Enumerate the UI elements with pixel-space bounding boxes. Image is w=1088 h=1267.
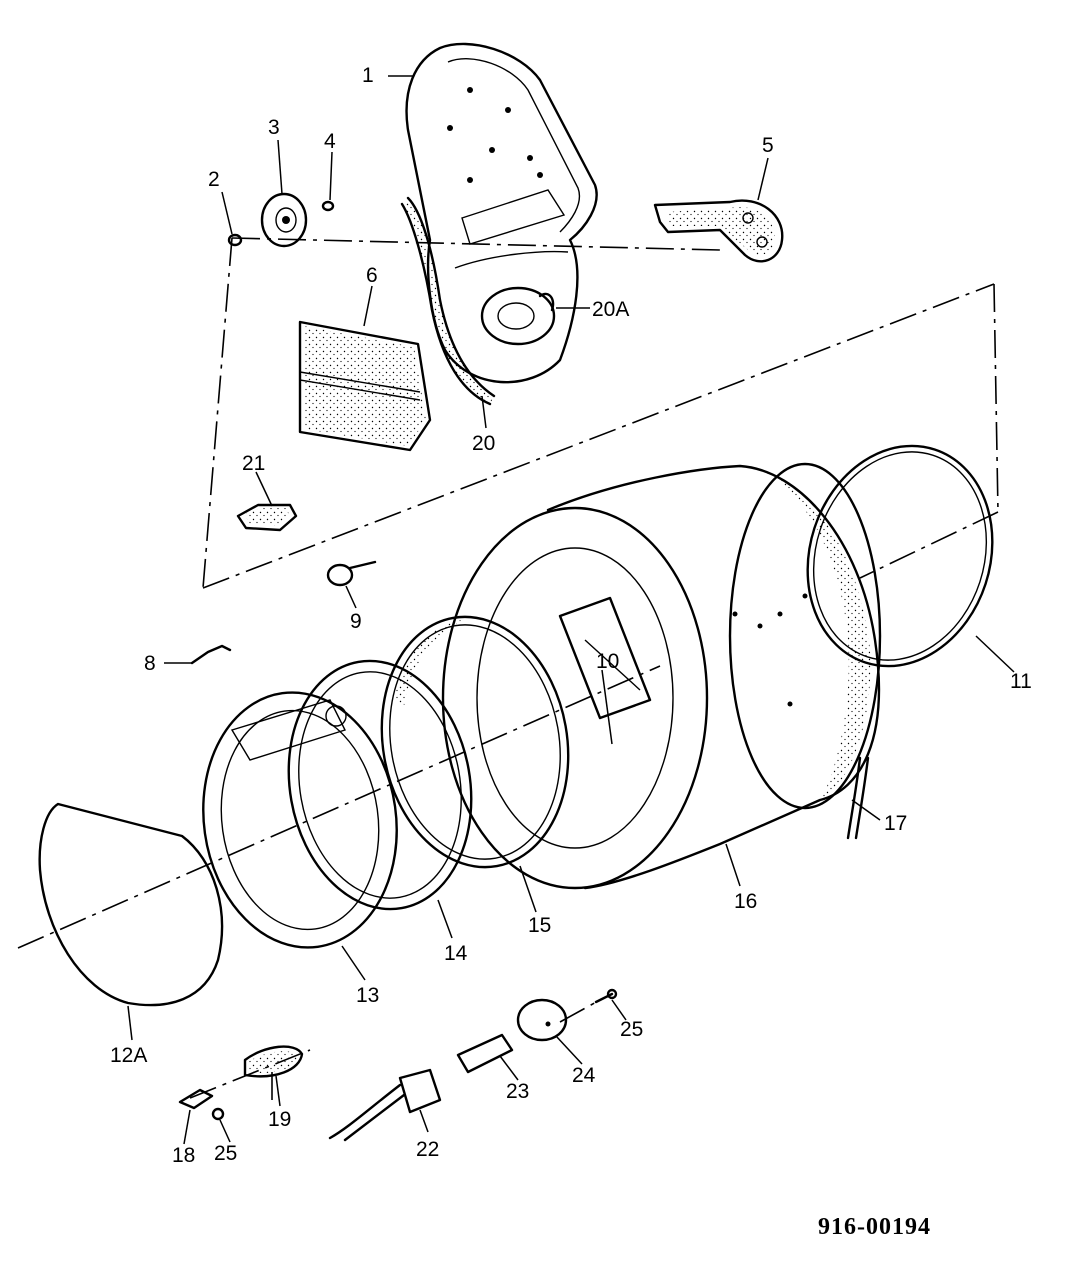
part-5-idler-bracket xyxy=(653,199,784,263)
callout-4: 4 xyxy=(324,130,336,153)
callout-13: 13 xyxy=(356,984,379,1007)
callout-17: 17 xyxy=(884,812,907,835)
drum-holes xyxy=(732,593,808,707)
callout-19: 19 xyxy=(268,1108,291,1131)
callout-22: 22 xyxy=(416,1138,439,1161)
callout-6: 6 xyxy=(366,264,378,287)
callout-24: 24 xyxy=(572,1064,596,1087)
callout-23: 23 xyxy=(506,1080,529,1103)
part-14-front-seal xyxy=(287,659,473,911)
part-23-bulb-socket xyxy=(456,1033,514,1074)
part-16-drum xyxy=(441,462,882,890)
callout-1: 1 xyxy=(362,64,374,87)
part-20a-clip xyxy=(538,292,555,312)
callout-2: 2 xyxy=(208,168,220,191)
callout-10: 10 xyxy=(596,650,619,673)
callout-8: 8 xyxy=(144,652,156,675)
part-4-nut xyxy=(321,200,335,212)
part-1-rear-bulkhead xyxy=(405,42,598,384)
part-3-bearing-housing xyxy=(260,192,308,248)
callout-20a: 20A xyxy=(592,298,629,321)
callout-11: 11 xyxy=(1010,670,1032,693)
callout-leader-lines xyxy=(127,75,1015,1145)
callout-18: 18 xyxy=(172,1144,195,1167)
part-22-switch xyxy=(328,1068,442,1142)
part-24-knob xyxy=(516,998,568,1042)
part-20-felt-seal xyxy=(400,196,496,406)
part-8-clip xyxy=(190,644,232,665)
part-2-washer xyxy=(227,233,243,247)
part-25-screw xyxy=(594,988,618,1004)
part-12a-door-seal xyxy=(38,802,224,1007)
callout-12a: 12A xyxy=(110,1044,147,1067)
bulkhead-holes xyxy=(447,87,543,183)
part-13-front-bulkhead xyxy=(202,691,398,949)
callout-21: 21 xyxy=(242,452,265,475)
document-number: 916-00194 xyxy=(818,1214,931,1240)
callout-9: 9 xyxy=(350,610,362,633)
callout-14: 14 xyxy=(444,942,468,965)
callout-20: 20 xyxy=(472,432,495,455)
callout-16: 16 xyxy=(734,890,757,913)
drum-baffle xyxy=(558,596,652,720)
part-21-thermostat xyxy=(236,503,298,532)
part-15-glide-ring xyxy=(380,615,570,869)
callout-25-left: 25 xyxy=(214,1142,237,1165)
callout-25-right: 25 xyxy=(620,1018,643,1041)
part-6-heater-box xyxy=(298,320,432,452)
part-17-seal-strip xyxy=(846,756,870,840)
callout-labels: 1 2 3 4 5 6 20A 20 21 9 8 10 11 17 16 15… xyxy=(110,64,1032,1167)
part-11-rear-seal xyxy=(806,444,994,668)
callout-3: 3 xyxy=(268,116,280,139)
callout-5: 5 xyxy=(762,134,774,157)
assembly-axis-lines xyxy=(17,237,999,1100)
parts-18-19-25-lamp-assembly xyxy=(178,1045,304,1121)
callout-15: 15 xyxy=(528,914,551,937)
part-9-sensor xyxy=(326,560,377,587)
